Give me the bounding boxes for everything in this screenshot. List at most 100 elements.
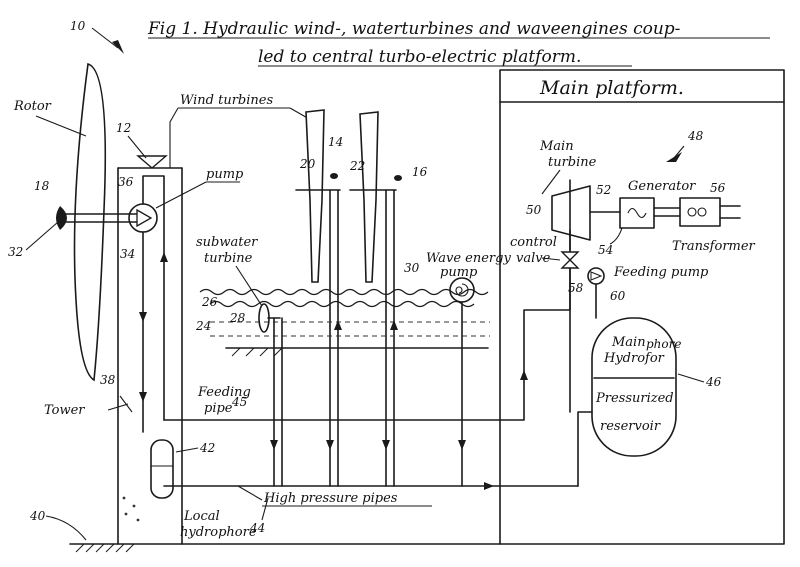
gen-output-wire [609,227,623,245]
control-valve-leader [541,257,561,261]
wind-turbines-leader-1 [169,107,179,168]
ref-48-leader [673,145,685,159]
wave-pump-label-1: Wave energy [426,251,511,266]
ref-42-leader [175,447,199,453]
feeding-pipe-label-2: pipe [204,401,233,416]
ref-40: 40 [29,509,46,523]
hydrofor-label-1: Main [611,335,646,350]
ref-12-leader [127,135,147,159]
vertical-pipe-arrows [270,320,466,450]
pump-circle-icon [136,208,153,228]
ref-50: 50 [526,203,542,217]
local-hydrophore-label-1: Local [183,509,220,524]
subwater-label-2: turbine [204,251,253,266]
ref-44: 44 [249,521,265,535]
ref-10-arrowhead [112,40,124,54]
figure-title-line1: Fig 1. Hydraulic wind-, waterturbines an… [147,19,681,39]
ref-20: 20 [299,157,316,171]
feeding-pump-icon [590,271,603,281]
ref-14: 14 [328,135,343,149]
rotor-leader [35,115,87,137]
ref-38: 38 [100,373,116,387]
ref-48-arrowhead [666,152,682,162]
ref-38-leader [119,395,133,413]
tower-walls [117,167,183,545]
control-valve-label-2: valve [516,251,551,266]
wt22-nacelle [394,175,402,181]
ref-45: 45 [231,395,247,409]
transformer-coils [687,207,707,217]
ref-60: 60 [610,289,626,303]
ref-44-leader [261,497,269,521]
ref-10-leader [91,27,119,49]
ref-30: 30 [404,261,420,275]
arrow-down-1 [139,312,147,322]
pump-label: pump [206,167,244,182]
ref-24: 24 [195,319,211,333]
main-turbine-leader [541,169,561,195]
subwater-pipes [273,317,283,487]
ref-10: 10 [70,19,86,33]
high-pressure-pipes-label: High pressure pipes [263,491,398,506]
transformer-box [679,197,721,227]
subwater-leader [235,265,263,307]
main-platform-box [499,69,785,545]
ref-42: 42 [199,441,215,455]
ref-56: 56 [710,181,726,195]
hp-leader [237,485,263,501]
water-surface-2 [209,300,475,308]
ref-26: 26 [201,295,218,309]
ground-hatch [75,543,135,553]
ref-36: 36 [118,175,134,189]
hydrofor-label-3: phore [646,337,681,351]
arrow-right-hp [484,482,494,490]
tower-label: Tower [44,403,85,418]
main-turbine-label-2: turbine [548,155,597,170]
tower-leader [107,403,129,411]
ref-46-leader [677,373,705,383]
hydrophore-dots [122,496,140,522]
wind-turbines-label: Wind turbines [180,93,273,108]
sea-bed-hatch [231,347,283,357]
arrow-up-feed [520,370,528,380]
ref-18: 18 [34,179,50,193]
main-platform-label: Main platform. [539,77,684,99]
valve-bowtie-icon [560,251,580,269]
ref-52: 52 [596,183,611,197]
main-turbine-label-1: Main [539,139,574,154]
wave-pump-label-2: pump [440,265,478,280]
ref-16: 16 [412,165,428,179]
local-hydrophore-42 [150,439,174,499]
wt20-nacelle [330,173,338,179]
arrow-down-2 [139,392,147,402]
water-dashes [210,321,490,337]
ref-48: 48 [687,129,704,143]
rotor-label: Rotor [13,99,52,114]
ref-54: 54 [598,243,613,257]
ref-40-leader [45,515,87,541]
control-valve-label-1: control [510,235,557,250]
pressurized-label-1: Pressurized [595,391,674,406]
main-hydrofor-46 [591,317,677,457]
main-turbine-50 [551,185,591,241]
ref-28: 28 [229,311,246,325]
feeding-pump-label: Feeding pump [613,265,709,280]
generator-box [619,197,655,229]
wind-turbine-blade-22 [359,111,379,283]
feeding-pipe-label-1: Feeding [197,385,251,400]
hp-into-tank [577,411,593,487]
ref-32-leader [25,221,59,251]
water-surface-1 [199,288,489,296]
subwater-label-1: subwater [196,235,258,250]
rotor-hub-32 [56,206,67,230]
tower-return-pipe [142,175,165,421]
ref-12: 12 [116,121,131,135]
ref-32: 32 [8,245,23,259]
wind-turbine-blade-20 [305,109,325,283]
transformer-label: Transformer [672,239,756,254]
local-hydrophore-label-2: hydrophore [180,525,257,540]
ref-22: 22 [349,159,365,173]
spiral-pump-icon [455,283,469,297]
